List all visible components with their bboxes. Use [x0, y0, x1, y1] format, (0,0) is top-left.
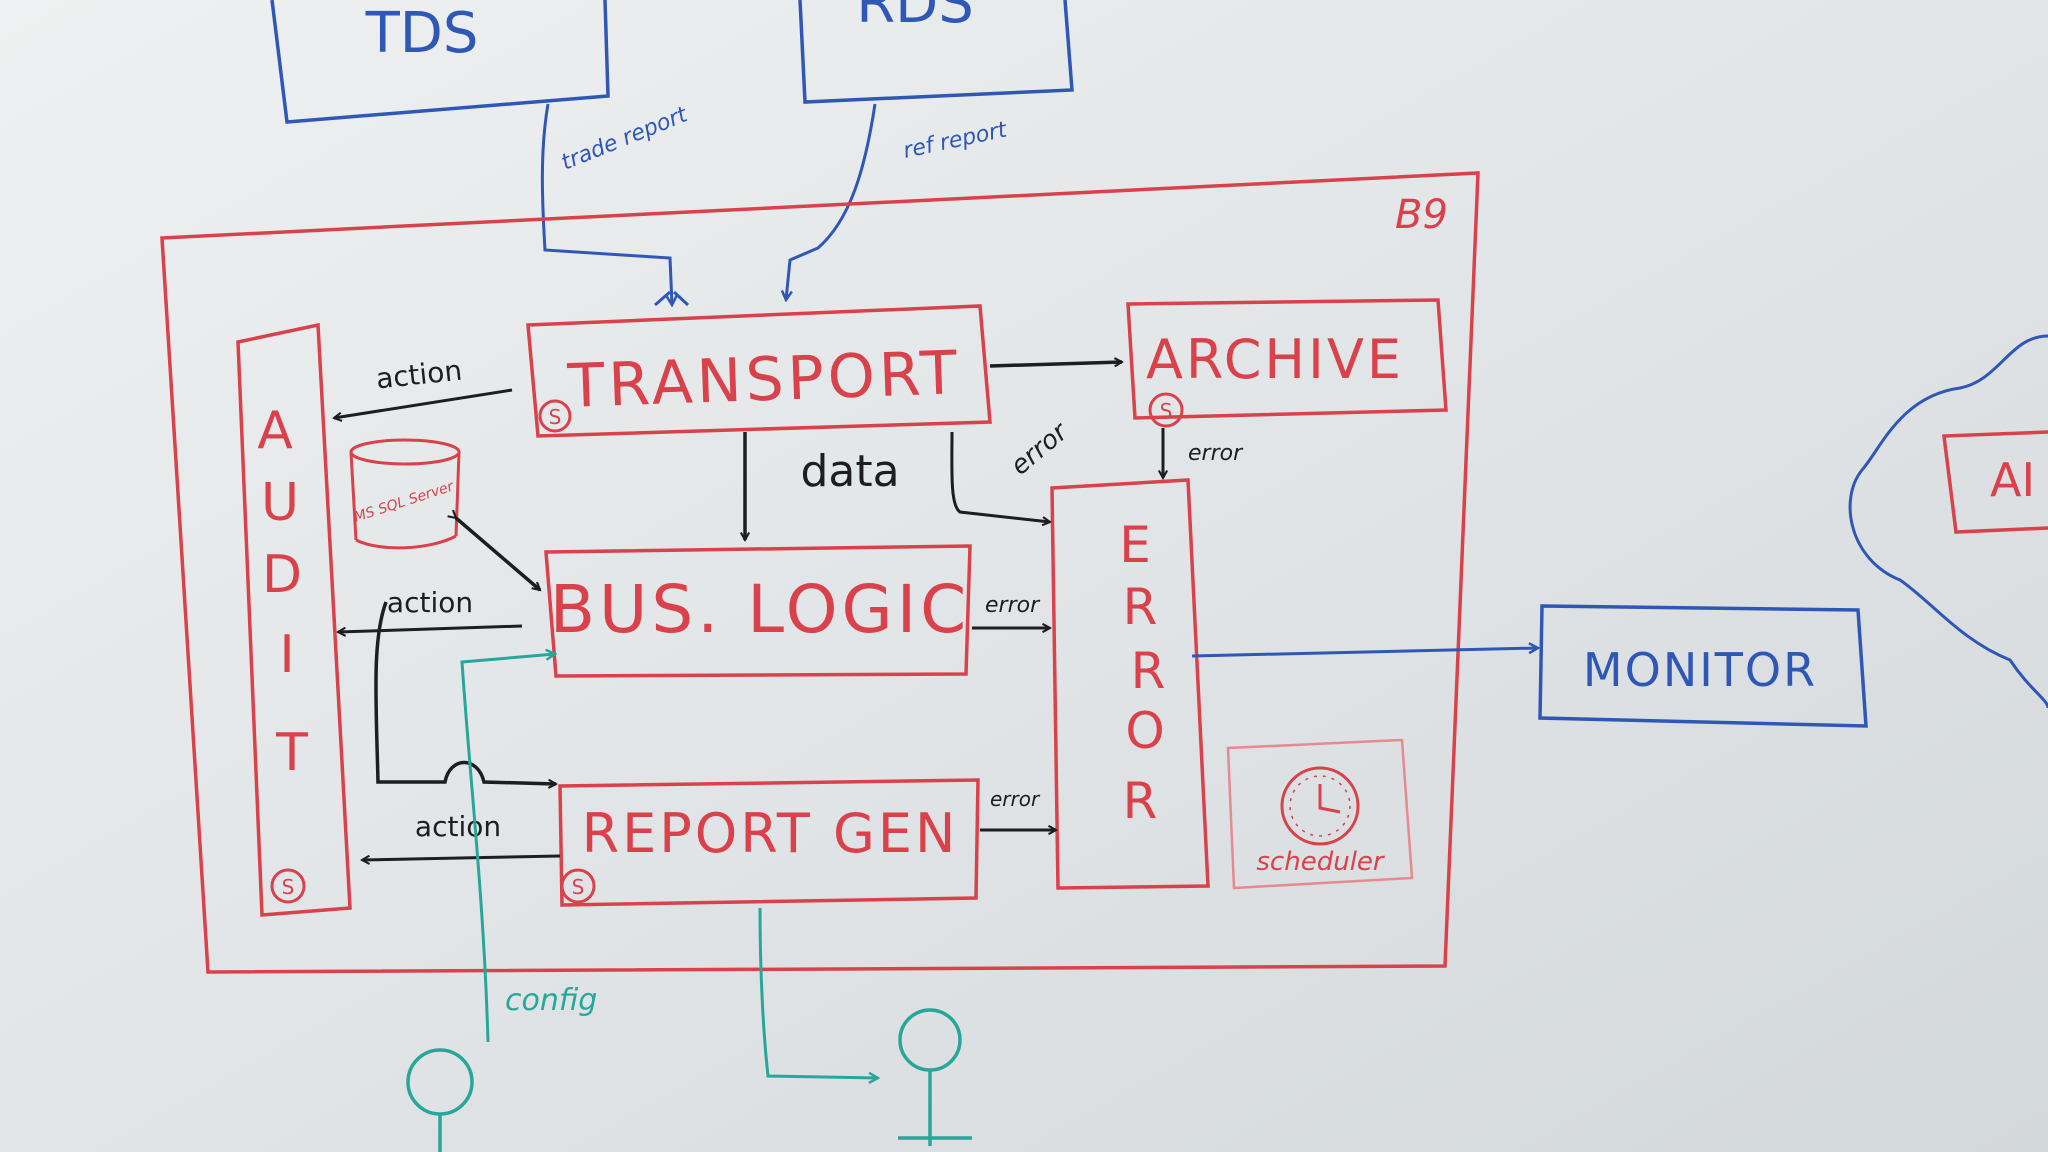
audit-letter-i: I	[279, 625, 294, 685]
monitor-label: MONITOR	[1583, 643, 1817, 697]
error-letter-r3: R	[1123, 772, 1158, 830]
audit-s-text: S	[282, 875, 295, 899]
error-letter-r1: R	[1123, 578, 1158, 636]
error-letter-e: E	[1119, 516, 1151, 574]
cloud-partial-label: AI	[1990, 453, 2035, 507]
error-letter-r2: R	[1131, 642, 1166, 700]
archive-label: ARCHIVE	[1146, 328, 1404, 391]
error-label-archive: error	[1188, 441, 1244, 466]
system-tag: B9	[1395, 192, 1448, 238]
audit-letter-u: U	[261, 473, 299, 533]
action-label-2: action	[387, 586, 473, 619]
audit-letter-t: T	[275, 723, 308, 783]
transport-label: TRANSPORT	[566, 338, 963, 422]
transport-s-text: S	[549, 405, 562, 429]
data-label: data	[800, 446, 899, 497]
report-gen-label: REPORT GEN	[582, 802, 959, 865]
error-letter-o: O	[1125, 702, 1164, 760]
archive-s-text: S	[1160, 399, 1173, 423]
rds-label: RDS	[856, 0, 974, 36]
scheduler-label: scheduler	[1256, 847, 1386, 877]
audit-letter-d: D	[262, 545, 302, 605]
error-label-report: error	[990, 787, 1041, 811]
error-label-bus: error	[985, 593, 1041, 618]
bus-logic-label: BUS. LOGIC	[550, 571, 971, 648]
config-label: config	[505, 983, 597, 1018]
audit-letter-a: A	[257, 401, 293, 461]
tds-label: TDS	[365, 1, 479, 66]
report-gen-s-text: S	[572, 875, 585, 899]
action-label-3: action	[415, 810, 501, 843]
